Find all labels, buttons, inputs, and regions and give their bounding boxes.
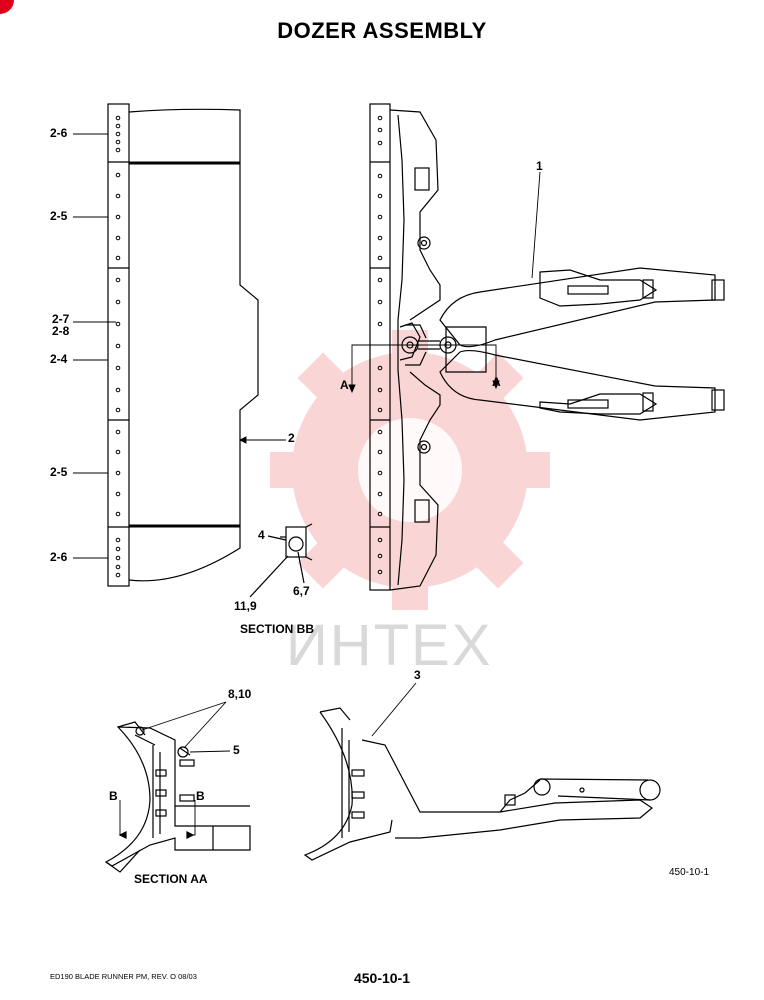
corner-marker-icon — [0, 0, 14, 14]
callout-1: 1 — [536, 159, 543, 173]
section-marker-a-right: A — [492, 375, 501, 389]
callout-3: 3 — [414, 668, 421, 682]
blade-top-view — [369, 103, 441, 591]
blade-mount-holes — [115, 115, 121, 578]
section-marker-a-left: A — [340, 378, 349, 392]
callout-2-8: 2-8 — [52, 324, 70, 338]
blade-top-holes — [377, 115, 383, 575]
caption-section-aa: SECTION AA — [134, 872, 208, 886]
section-marker-b-right: B — [196, 789, 205, 803]
section-a-markers — [348, 171, 541, 394]
callout-2: 2 — [288, 431, 295, 445]
callout-2-6-top: 2-6 — [50, 126, 68, 140]
section-aa-drawing — [104, 701, 251, 873]
caption-section-bb: SECTION BB — [240, 622, 315, 636]
callout-2-5-top: 2-5 — [50, 209, 68, 223]
callout-2-5-bottom: 2-5 — [50, 465, 68, 479]
left-leaders — [73, 133, 286, 559]
section-marker-b-left: B — [109, 789, 118, 803]
figure-reference: 450-10-1 — [669, 867, 710, 878]
callout-2-7: 2-7 — [52, 312, 70, 326]
page-title: DOZER ASSEMBLY — [277, 18, 487, 43]
watermark-text: ИНТЕХ — [286, 613, 493, 678]
callout-4: 4 — [258, 528, 265, 542]
footer-document-info: ED190 BLADE RUNNER PM, REV. O 08/03 — [50, 972, 197, 981]
callout-5: 5 — [233, 743, 240, 757]
section-bb-detail — [249, 523, 313, 598]
side-view-drawing — [303, 682, 661, 861]
blade-front-view — [107, 103, 259, 587]
callout-2-6-bottom: 2-6 — [50, 550, 68, 564]
callout-8-10: 8,10 — [228, 687, 252, 701]
push-frame — [401, 267, 725, 421]
footer-page-number: 450-10-1 — [353, 970, 411, 986]
callout-11-9: 11,9 — [234, 599, 257, 613]
callout-6-7: 6,7 — [293, 584, 310, 598]
callout-2-4: 2-4 — [50, 352, 68, 366]
